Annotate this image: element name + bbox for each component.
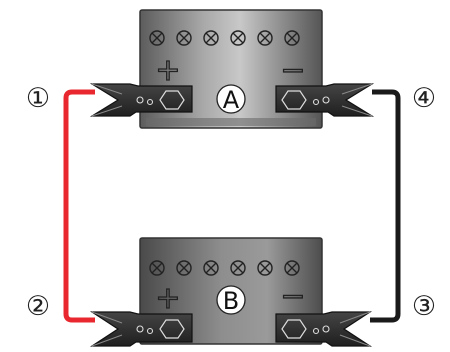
battery-b-positive-symbol: + [155, 281, 180, 316]
battery-a-negative-symbol: − [280, 53, 305, 88]
battery-b-negative-symbol: − [280, 279, 305, 314]
clamp-positive-b [89, 311, 193, 347]
clamp-positive-a [89, 83, 193, 117]
battery-a-label-circle [216, 84, 246, 114]
negative-cable [370, 89, 401, 323]
battery-a-positive-symbol: + [155, 53, 180, 88]
step-marker-4: ④ [412, 83, 436, 114]
battery-b-label-circle [216, 285, 246, 315]
vent-caps-b [149, 260, 300, 276]
battery-b-label: B [223, 287, 239, 315]
step-marker-2: ② [26, 291, 50, 322]
clamp-negative-a [275, 83, 375, 117]
step-marker-3: ③ [412, 291, 436, 322]
step-marker-1: ① [26, 83, 50, 114]
vent-caps-a [149, 30, 300, 46]
clamp-negative-b [275, 311, 373, 347]
positive-cable [63, 89, 95, 323]
battery-a-label: A [223, 86, 240, 114]
